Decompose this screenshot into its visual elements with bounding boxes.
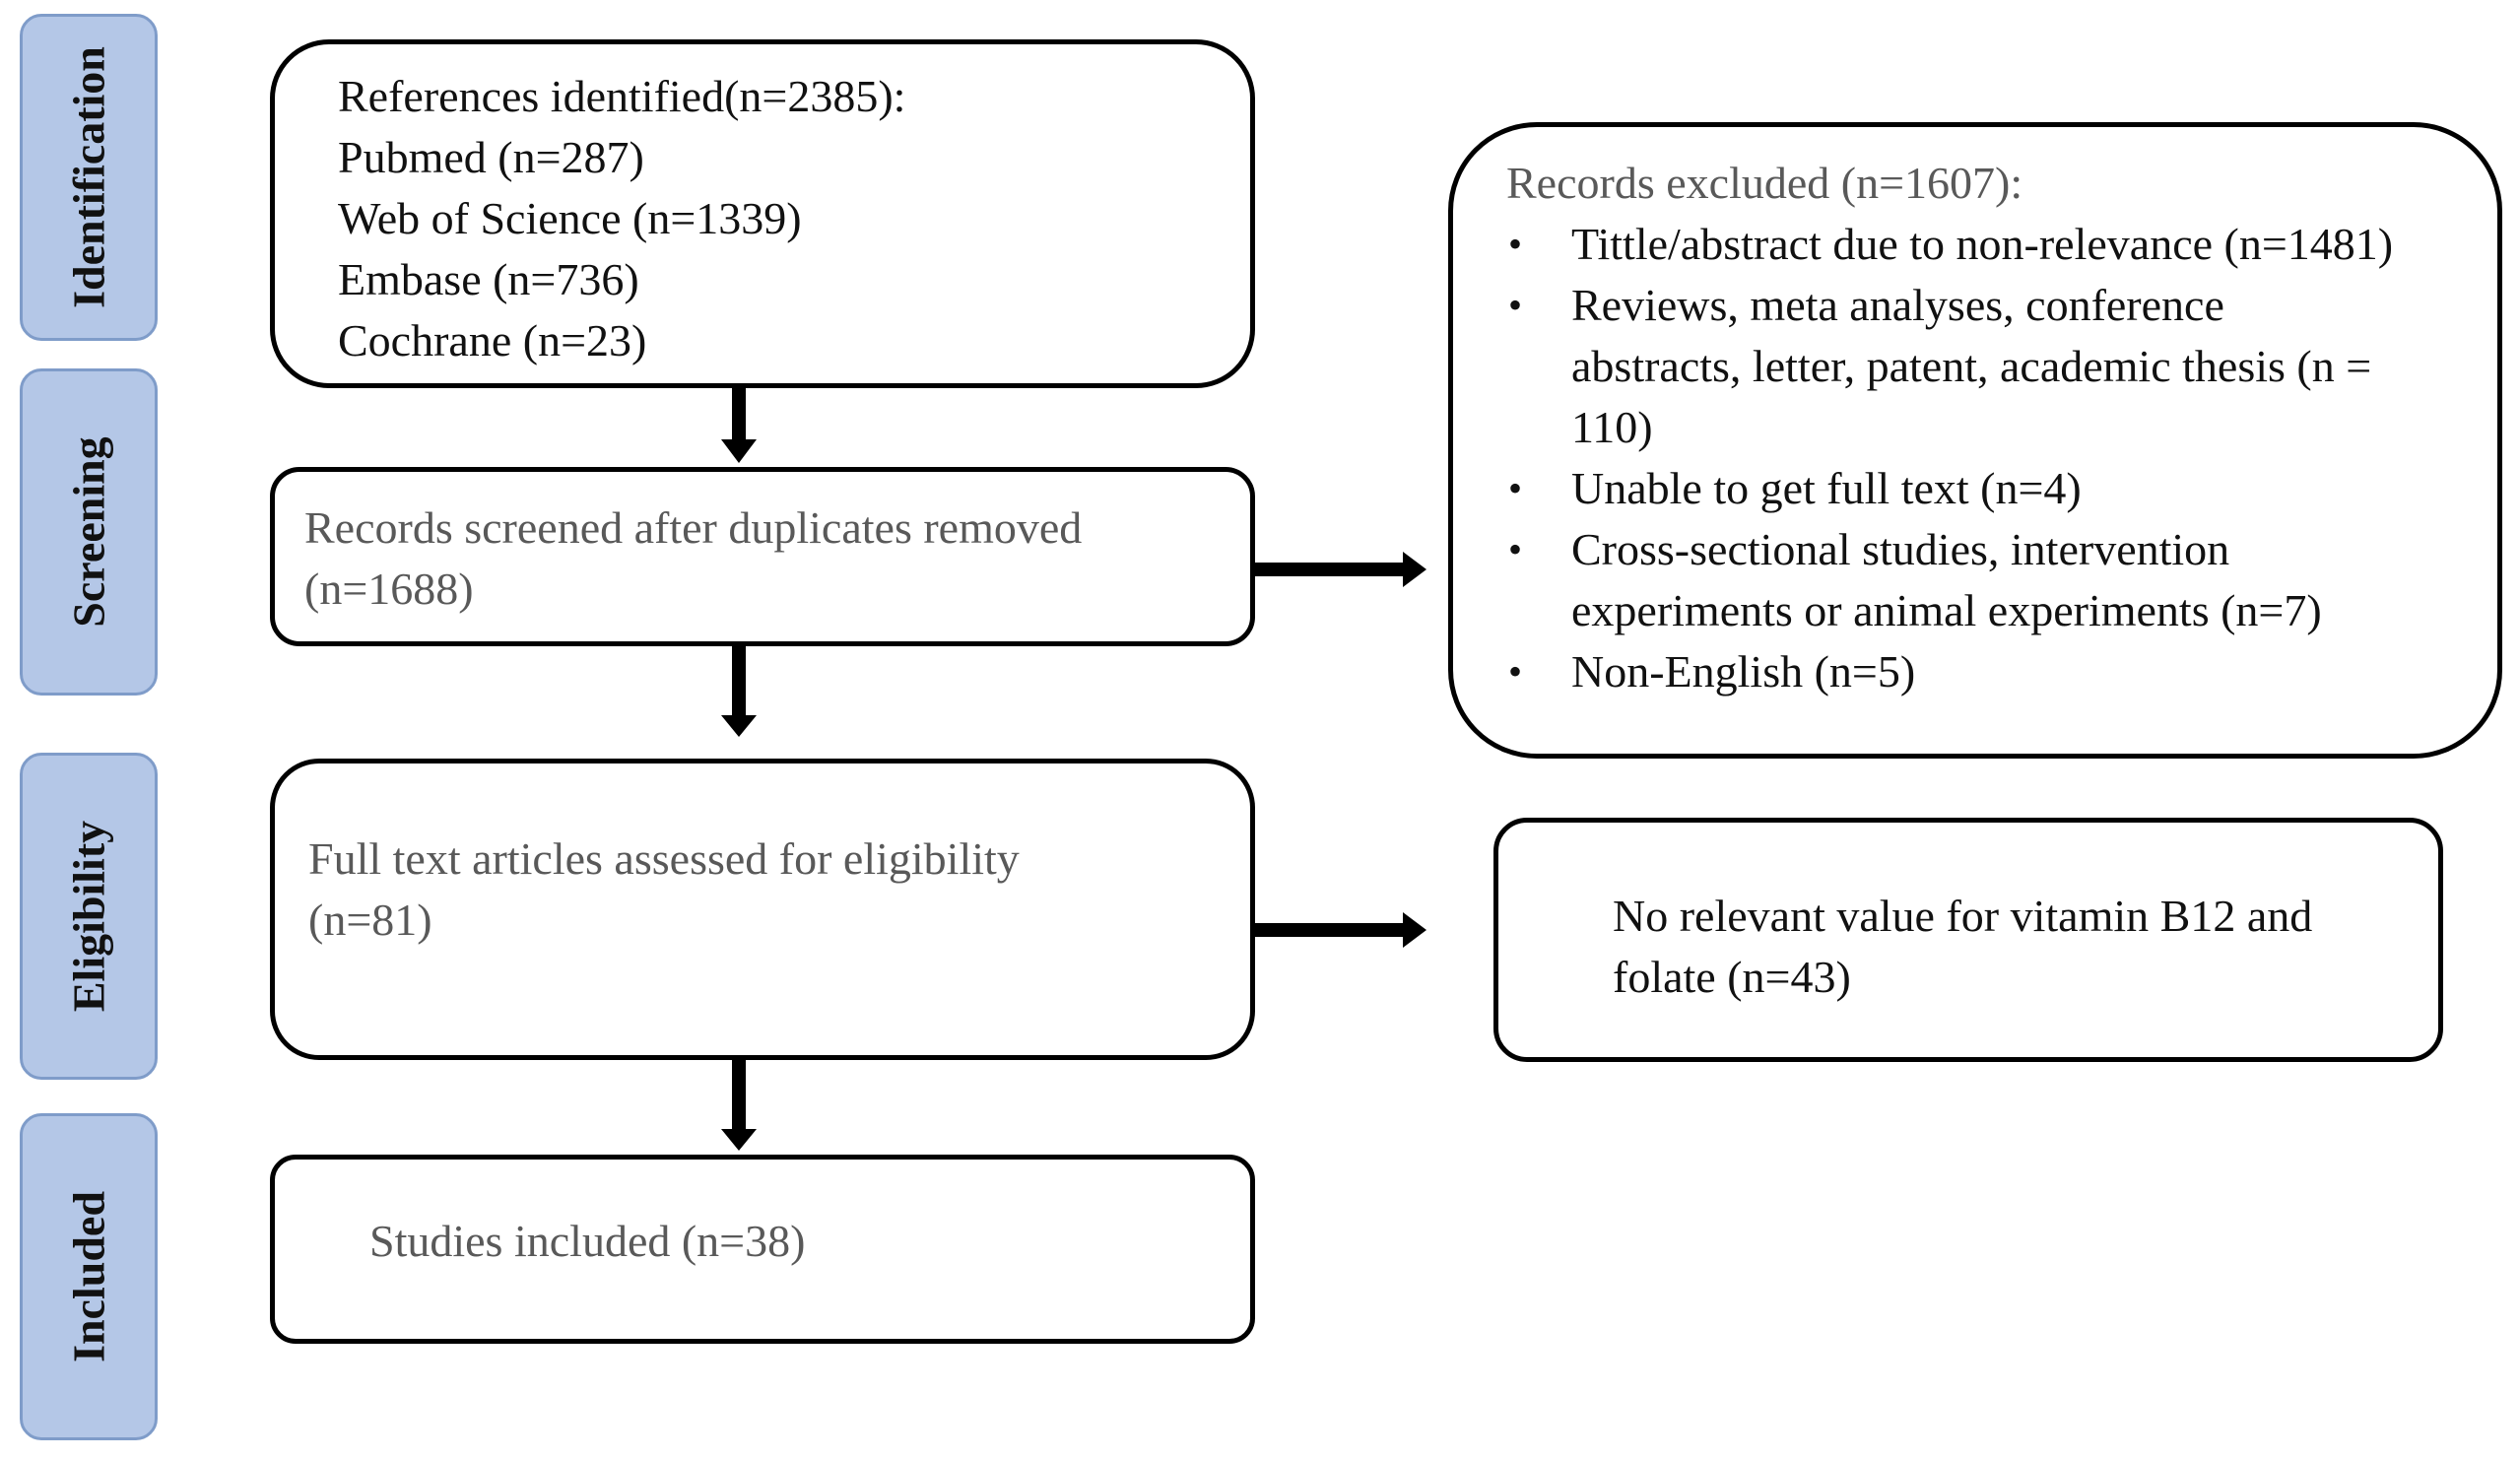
identification-line: Embase (n=736) (338, 254, 639, 304)
identification-box: References identified(n=2385): Pubmed (n… (270, 39, 1255, 388)
fulltext-excluded-line: folate (n=43) (1613, 952, 1851, 1002)
excluded-title: Records excluded (n=1607): (1506, 158, 2023, 208)
excluded-reason: Tittle/abstract due to non-relevance (n=… (1506, 214, 2497, 275)
excluded-reason: Cross-sectional studies, intervention ex… (1506, 519, 2497, 641)
eligibility-box: Full text articles assessed for eligibil… (270, 759, 1255, 1060)
included-box: Studies included (n=38) (270, 1155, 1255, 1344)
records-excluded-box: Records excluded (n=1607): Tittle/abstra… (1448, 122, 2502, 759)
identification-line: Pubmed (n=287) (338, 132, 644, 182)
excluded-reason: Reviews, meta analyses, conference abstr… (1506, 275, 2497, 458)
arrow-down-1 (721, 388, 757, 463)
stage-screening: Screening (20, 368, 158, 696)
excluded-reason: Non-English (n=5) (1506, 641, 2497, 702)
stage-included: Included (20, 1113, 158, 1440)
screening-box: Records screened after duplicates remove… (270, 467, 1255, 646)
identification-line: Web of Science (n=1339) (338, 193, 802, 243)
excluded-reason: Unable to get full text (n=4) (1506, 458, 2497, 519)
arrow-right-1 (1255, 552, 1426, 587)
eligibility-line: Full text articles assessed for eligibil… (308, 833, 1020, 884)
screening-line: (n=1688) (304, 564, 474, 614)
excluded-reasons-list: Tittle/abstract due to non-relevance (n=… (1506, 214, 2497, 702)
eligibility-line: (n=81) (308, 895, 432, 945)
stage-eligibility: Eligibility (20, 753, 158, 1080)
fulltext-excluded-box: No relevant value for vitamin B12 and fo… (1493, 818, 2443, 1062)
arrow-right-2 (1255, 912, 1426, 948)
arrow-down-2 (721, 646, 757, 737)
included-line: Studies included (n=38) (369, 1216, 806, 1266)
fulltext-excluded-line: No relevant value for vitamin B12 and (1613, 891, 2313, 941)
stage-identification: Identification (20, 14, 158, 341)
identification-line: References identified(n=2385): (338, 71, 906, 121)
identification-line: Cochrane (n=23) (338, 315, 647, 365)
screening-line: Records screened after duplicates remove… (304, 502, 1083, 553)
arrow-down-3 (721, 1060, 757, 1151)
